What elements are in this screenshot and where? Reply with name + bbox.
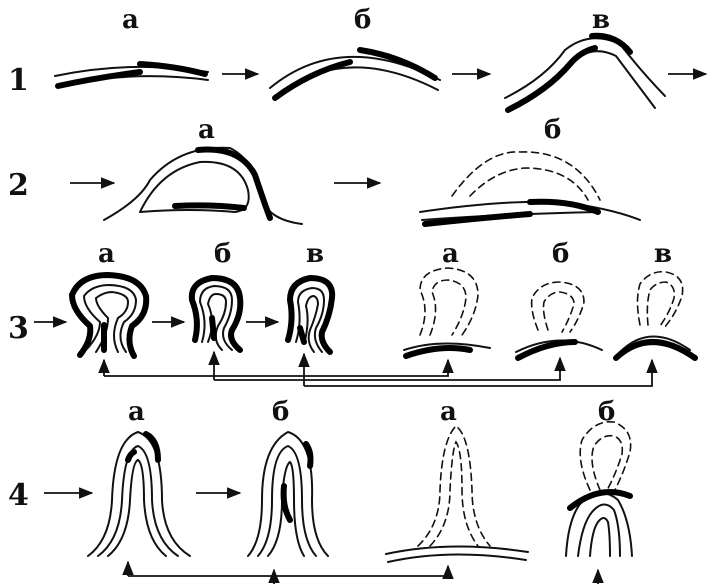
row-label-4: 4 — [8, 478, 29, 513]
row1-stage-v-fold — [505, 36, 665, 110]
row4-label-a1: а — [128, 397, 145, 427]
row1-stage-a-layer — [55, 64, 208, 86]
row-1: а б в — [55, 5, 706, 110]
row3-label-a1: а — [98, 239, 115, 269]
row3-label-a2: а — [442, 239, 459, 269]
row4-stage-a1-fold — [88, 432, 190, 556]
row2-label-a: а — [198, 115, 215, 145]
row3-label-b2: б — [552, 239, 569, 269]
row-2: а б — [70, 115, 640, 224]
row-4: а б а б — [44, 397, 632, 584]
row2-stage-a-fold — [104, 148, 302, 224]
row1-label-v: в — [592, 5, 610, 35]
row1-label-a: а — [122, 5, 139, 35]
row3-stage-v1-fold — [288, 278, 332, 352]
row3-label-b1: б — [214, 239, 231, 269]
row2-stage-b-eroded — [420, 152, 640, 224]
row-3: а б в а б в — [34, 239, 695, 386]
row-label-3: 3 — [8, 311, 29, 346]
row3-label-v1: в — [306, 239, 324, 269]
row3-stage-v2-eroded — [616, 272, 695, 358]
row4-stage-b2-eroded — [566, 422, 632, 556]
row1-stage-b-layer — [270, 50, 440, 98]
row4-stage-b1-fold — [248, 432, 328, 556]
row-label-2: 2 — [8, 168, 29, 203]
row2-label-b: б — [544, 115, 561, 145]
row4-connectors — [128, 562, 598, 584]
row3-stage-a1-fold — [72, 275, 146, 356]
row1-label-b: б — [354, 5, 371, 35]
row3-stage-b1-fold — [192, 278, 241, 350]
row4-stage-a2-eroded — [386, 426, 528, 562]
row4-label-b1: б — [272, 397, 289, 427]
row4-label-a2: а — [440, 397, 457, 427]
row-label-1: 1 — [8, 63, 29, 98]
row3-label-v2: в — [654, 239, 672, 269]
row3-stage-a2-eroded — [404, 268, 490, 356]
row3-stage-b2-eroded — [516, 282, 602, 358]
row3-connectors — [104, 352, 652, 386]
